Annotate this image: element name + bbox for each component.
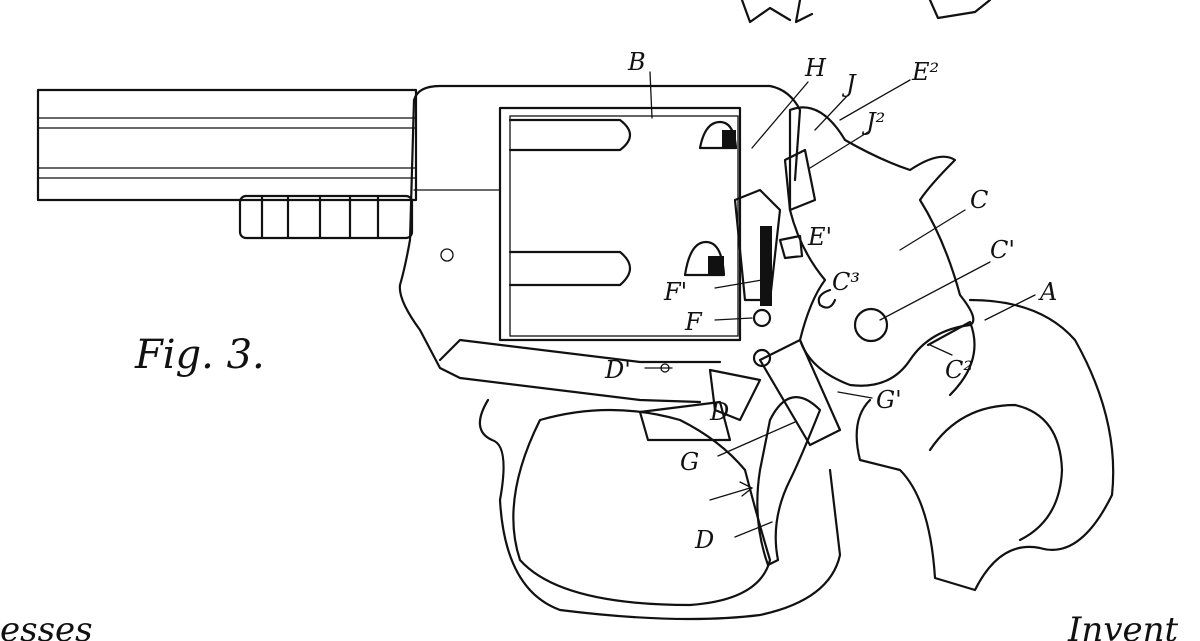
- label-d-hook: D: [709, 398, 729, 426]
- label-c3: C³: [832, 268, 860, 296]
- label-g1: G': [876, 386, 902, 414]
- partial-word-left: esses: [0, 610, 93, 641]
- trigger-guard: [478, 398, 842, 621]
- label-e2: E²: [911, 58, 939, 86]
- label-e1: E': [807, 223, 832, 251]
- label-j: J: [841, 70, 857, 98]
- label-f1: F': [663, 278, 687, 306]
- grip: [855, 298, 1115, 592]
- label-c1: C': [990, 236, 1015, 264]
- label-a: A: [1038, 278, 1057, 306]
- figure-caption: Fig. 3.: [134, 332, 265, 378]
- top-fragment: [740, 0, 992, 24]
- partial-word-right: Invent: [1067, 610, 1179, 641]
- cylinder: [498, 106, 742, 342]
- trigger: [756, 338, 842, 567]
- frame: [398, 84, 802, 404]
- label-f: F: [684, 308, 703, 336]
- label-d1: D': [604, 356, 631, 384]
- reference-labels: B H J E² J² C C' A C² C³ E' F' F D' D G'…: [604, 48, 1057, 554]
- label-d: D: [694, 526, 714, 554]
- label-c2: C²: [945, 356, 973, 384]
- label-b: B: [627, 48, 646, 76]
- leader-lines: [644, 71, 1036, 538]
- barrel: [36, 88, 418, 202]
- ejector-rod: [238, 194, 414, 240]
- label-g: G: [680, 448, 699, 476]
- label-j2: J²: [861, 108, 885, 136]
- label-c: C: [970, 186, 988, 214]
- hammer: [788, 106, 975, 387]
- label-h: H: [804, 54, 827, 82]
